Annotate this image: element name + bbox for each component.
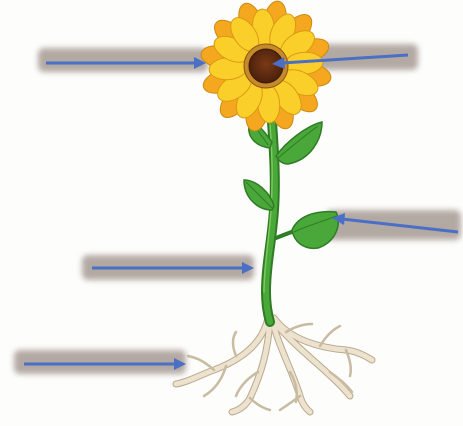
leaves — [244, 122, 338, 248]
label-box-root — [14, 350, 186, 374]
roots — [176, 318, 372, 412]
label-box-flower — [38, 48, 208, 72]
sunflower-head — [199, 0, 333, 133]
